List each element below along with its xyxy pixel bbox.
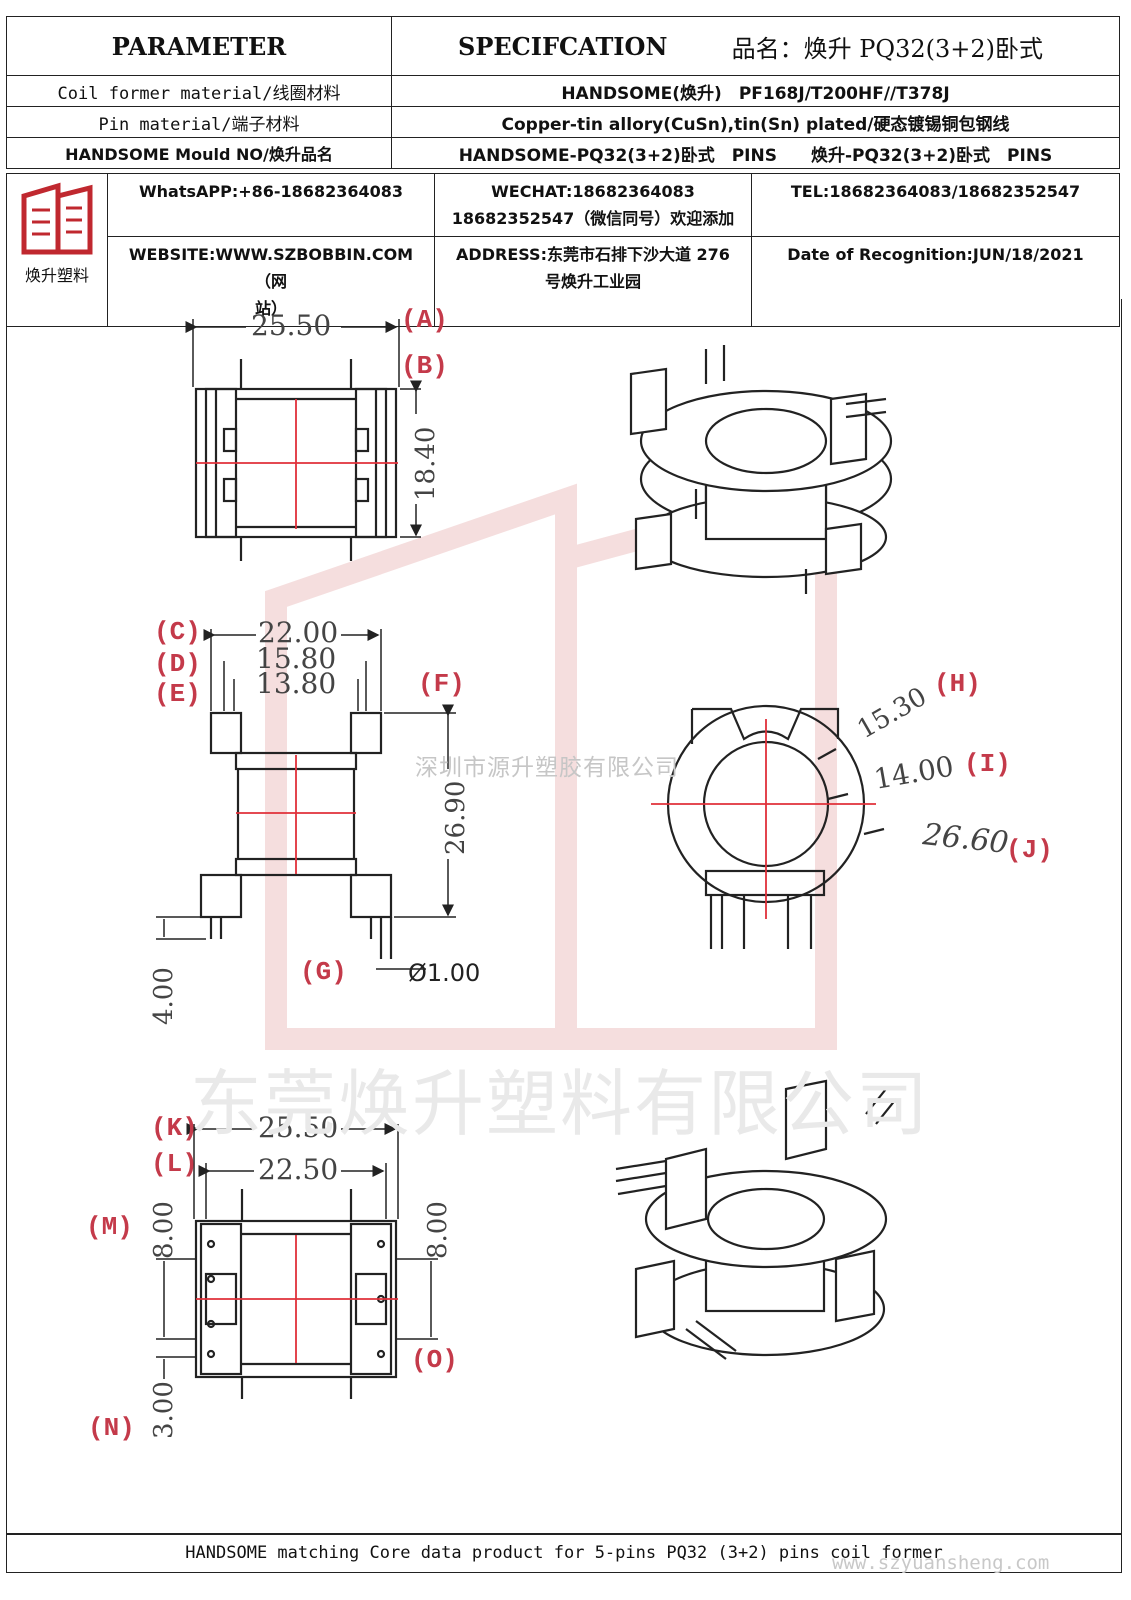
date-of-recognition: Date of Recognition:JUN/18/2021: [787, 245, 1084, 264]
dim-value-e: 13.80: [256, 667, 336, 700]
spec-table: PARAMETER SPECIFCATION 品名：焕升 PQ32(3+2)卧式…: [6, 16, 1120, 169]
dim-value-b: 18.40: [411, 427, 441, 501]
drawing-frame: [6, 299, 1122, 1535]
tel-cell: TEL:18682364083/18682352547: [751, 173, 1120, 237]
dim-lines-ab: [185, 319, 422, 538]
dim-value-l: 22.50: [258, 1153, 338, 1186]
spec-row-coil-material: Coil former material/线圈材料 HANDSOME(焕升) P…: [6, 75, 1120, 107]
mould-no-value: HANDSOME-PQ32(3+2)卧式 PINS 焕升-PQ32(3+2)卧式…: [391, 137, 1120, 169]
side-view: [666, 704, 885, 949]
specification-heading: SPECIFCATION: [458, 31, 668, 61]
footer-text: HANDSOME matching Core data product for …: [185, 1543, 943, 1563]
dim-letter-k: (K): [151, 1113, 198, 1143]
spec-row-pin-material: Pin material/端子材料 Copper-tin allory(CuSn…: [6, 106, 1120, 138]
dim-lines-cdef: [156, 629, 456, 970]
wechat-line-1: WECHAT:18682364083: [491, 182, 695, 201]
dim-letter-a: (A): [401, 305, 448, 335]
dim-value-f: 26.90: [441, 781, 471, 855]
wechat-cell: WECHAT:18682364083 18682352547（微信同号）欢迎添加: [434, 173, 752, 237]
dim-letter-l: (L): [151, 1149, 198, 1179]
bobbin-iso-view-1: [629, 345, 893, 594]
pin-material-value: Copper-tin allory(CuSn),tin(Sn) plated/硬…: [391, 106, 1120, 138]
coil-material-label: Coil former material/线圈材料: [6, 75, 392, 107]
top-view-centerline: [196, 399, 398, 529]
contact-table: 焕升塑料 WhatsAPP:+86-18682364083 WECHAT:186…: [6, 173, 1120, 327]
dim-letter-f: (F): [418, 669, 465, 699]
dim-letter-e: (E): [154, 679, 201, 709]
watermark-company-large: 东莞焕升塑料有限公司: [190, 1062, 931, 1146]
website-line-2: 站）: [254, 299, 287, 318]
watermark-company-small: 深圳市源升塑胶有限公司: [415, 755, 679, 781]
spec-row-mould-no: HANDSOME Mould NO/焕升品名 HANDSOME-PQ32(3+2…: [6, 137, 1120, 169]
dim-letter-b: (B): [401, 351, 448, 381]
footer-note: HANDSOME matching Core data product for …: [6, 1533, 1122, 1573]
watermark-site: www.szyuansheng.com: [832, 1552, 1050, 1574]
parameter-heading: PARAMETER: [6, 16, 392, 76]
side-view-centerline: [651, 719, 876, 919]
spec-header-row: PARAMETER SPECIFCATION 品名：焕升 PQ32(3+2)卧式: [6, 16, 1120, 76]
tel: TEL:18682364083/18682352547: [790, 182, 1081, 201]
dim-letter-j: (J): [1006, 835, 1053, 865]
dim-value-j: 26.60: [920, 817, 1010, 861]
whatsapp: WhatsAPP:+86-18682364083: [138, 182, 403, 201]
dim-value-m: 8.00: [149, 1201, 179, 1259]
dim-letter-h: (H): [934, 669, 981, 699]
specification-heading-cell: SPECIFCATION 品名：焕升 PQ32(3+2)卧式: [391, 16, 1120, 76]
dim-letter-c: (C): [154, 617, 201, 647]
website-line-1: WEBSITE:WWW.SZBOBBIN.COM（网: [128, 245, 414, 291]
front-view-centerline: [236, 755, 356, 874]
dim-lines-klmno: [156, 1123, 438, 1379]
bobbin-iso-view-2: [615, 1079, 897, 1360]
website-cell: WEBSITE:WWW.SZBOBBIN.COM（网 站）: [107, 236, 435, 327]
dim-value-o: 8.00: [423, 1201, 453, 1259]
pin-material-label: Pin material/端子材料: [6, 106, 392, 138]
dim-value-pin-length: 4.00: [149, 967, 179, 1025]
dim-value-c: 22.00: [258, 616, 338, 649]
dim-value-a: 25.50: [251, 309, 331, 342]
dim-value-g: Ø1.00: [408, 959, 480, 987]
address-line-2: 号焕升工业园: [544, 272, 641, 291]
logo-cell: 焕升塑料: [6, 173, 108, 327]
address-line-1: ADDRESS:东莞市石排下沙大道 276: [456, 245, 730, 264]
logo-caption: 焕升塑料: [24, 265, 89, 285]
mould-no-label: HANDSOME Mould NO/焕升品名: [6, 137, 392, 169]
company-logo-icon: [21, 182, 93, 254]
dim-value-n: 3.00: [149, 1381, 179, 1439]
whatsapp-cell: WhatsAPP:+86-18682364083: [107, 173, 435, 237]
dim-letter-d: (D): [154, 649, 201, 679]
dim-letter-m: (M): [86, 1212, 133, 1242]
coil-material-value: HANDSOME(焕升) PF168J/T200HF//T378J: [391, 75, 1120, 107]
product-name: 品名：焕升 PQ32(3+2)卧式: [731, 34, 1043, 63]
wechat-line-2: 18682352547（微信同号）欢迎添加: [451, 209, 735, 228]
dim-letter-o: (O): [411, 1345, 458, 1375]
dim-value-d: 15.80: [256, 642, 336, 675]
address-cell: ADDRESS:东莞市石排下沙大道 276 号焕升工业园: [434, 236, 752, 327]
bottom-view-centerline: [196, 1235, 398, 1363]
front-view: [199, 711, 393, 959]
dim-value-i: 14.00: [871, 749, 956, 795]
dim-value-h: 15.30: [853, 682, 932, 745]
date-cell: Date of Recognition:JUN/18/2021: [751, 236, 1120, 327]
dim-value-k: 25.50: [258, 1111, 338, 1144]
dim-letter-g: (G): [300, 957, 347, 987]
dim-letter-i: (I): [964, 749, 1011, 779]
dim-letter-n: (N): [88, 1413, 135, 1443]
technical-drawing: 25.50 (A) (B) 18.40: [86, 305, 1053, 1443]
